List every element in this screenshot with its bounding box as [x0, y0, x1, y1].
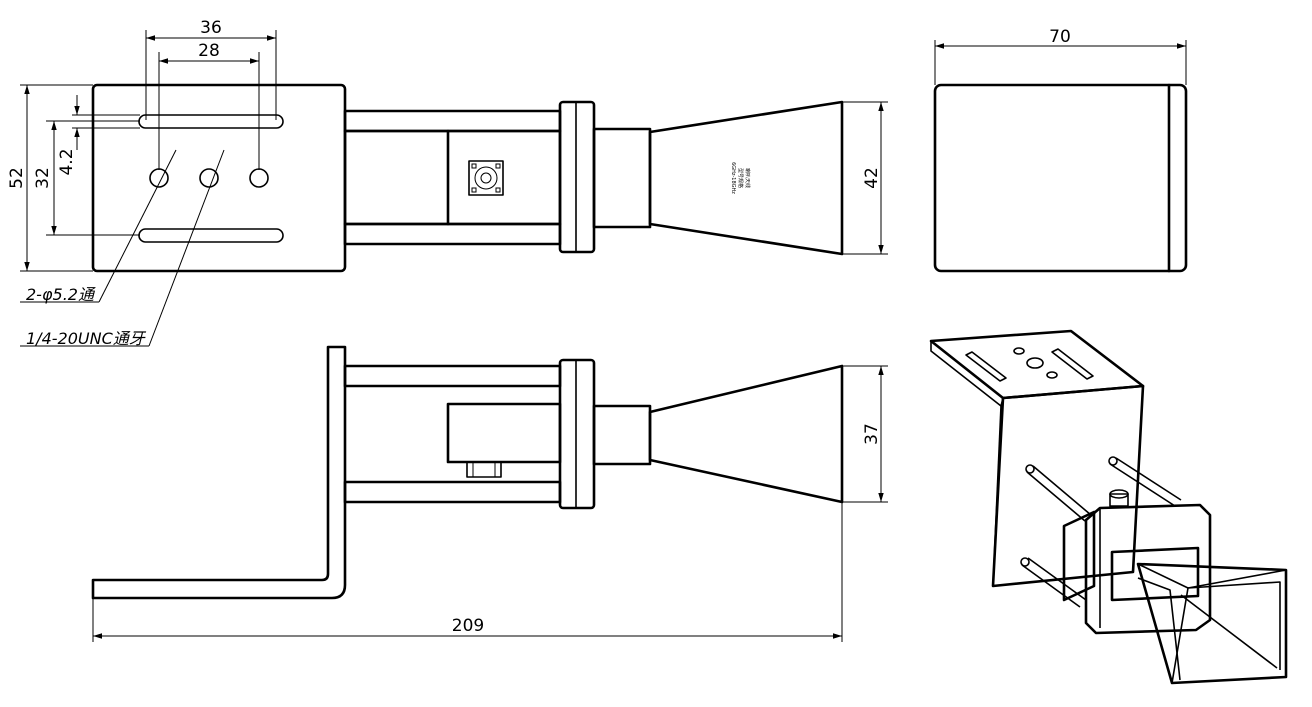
dim-209: 209 [452, 616, 484, 636]
tapped-callout: 1/4-20UNC通牙 [26, 329, 147, 348]
dim-4-2: 4.2 [57, 148, 77, 175]
holes-callout: 2-φ5.2通 [26, 285, 96, 304]
side-view: 37 209 [91, 345, 888, 642]
front-view: 70 [933, 27, 1188, 273]
top-view: 喇叭天线 型号规格 6GHz-18GHz 36 28 52 32 4.2 [7, 18, 888, 348]
svg-text:喇叭天线: 喇叭天线 [744, 168, 751, 188]
horn-label: 喇叭天线 型号规格 6GHz-18GHz [730, 162, 751, 194]
dim-32: 32 [33, 167, 53, 189]
dim-28: 28 [198, 41, 220, 61]
dim-37: 37 [862, 423, 882, 445]
isometric-view [929, 329, 1288, 685]
svg-text:型号规格: 型号规格 [737, 168, 744, 188]
dim-52: 52 [7, 167, 27, 189]
dim-36: 36 [200, 18, 222, 38]
dim-70: 70 [1049, 27, 1071, 47]
svg-text:6GHz-18GHz: 6GHz-18GHz [730, 162, 736, 194]
dim-42: 42 [862, 167, 882, 189]
